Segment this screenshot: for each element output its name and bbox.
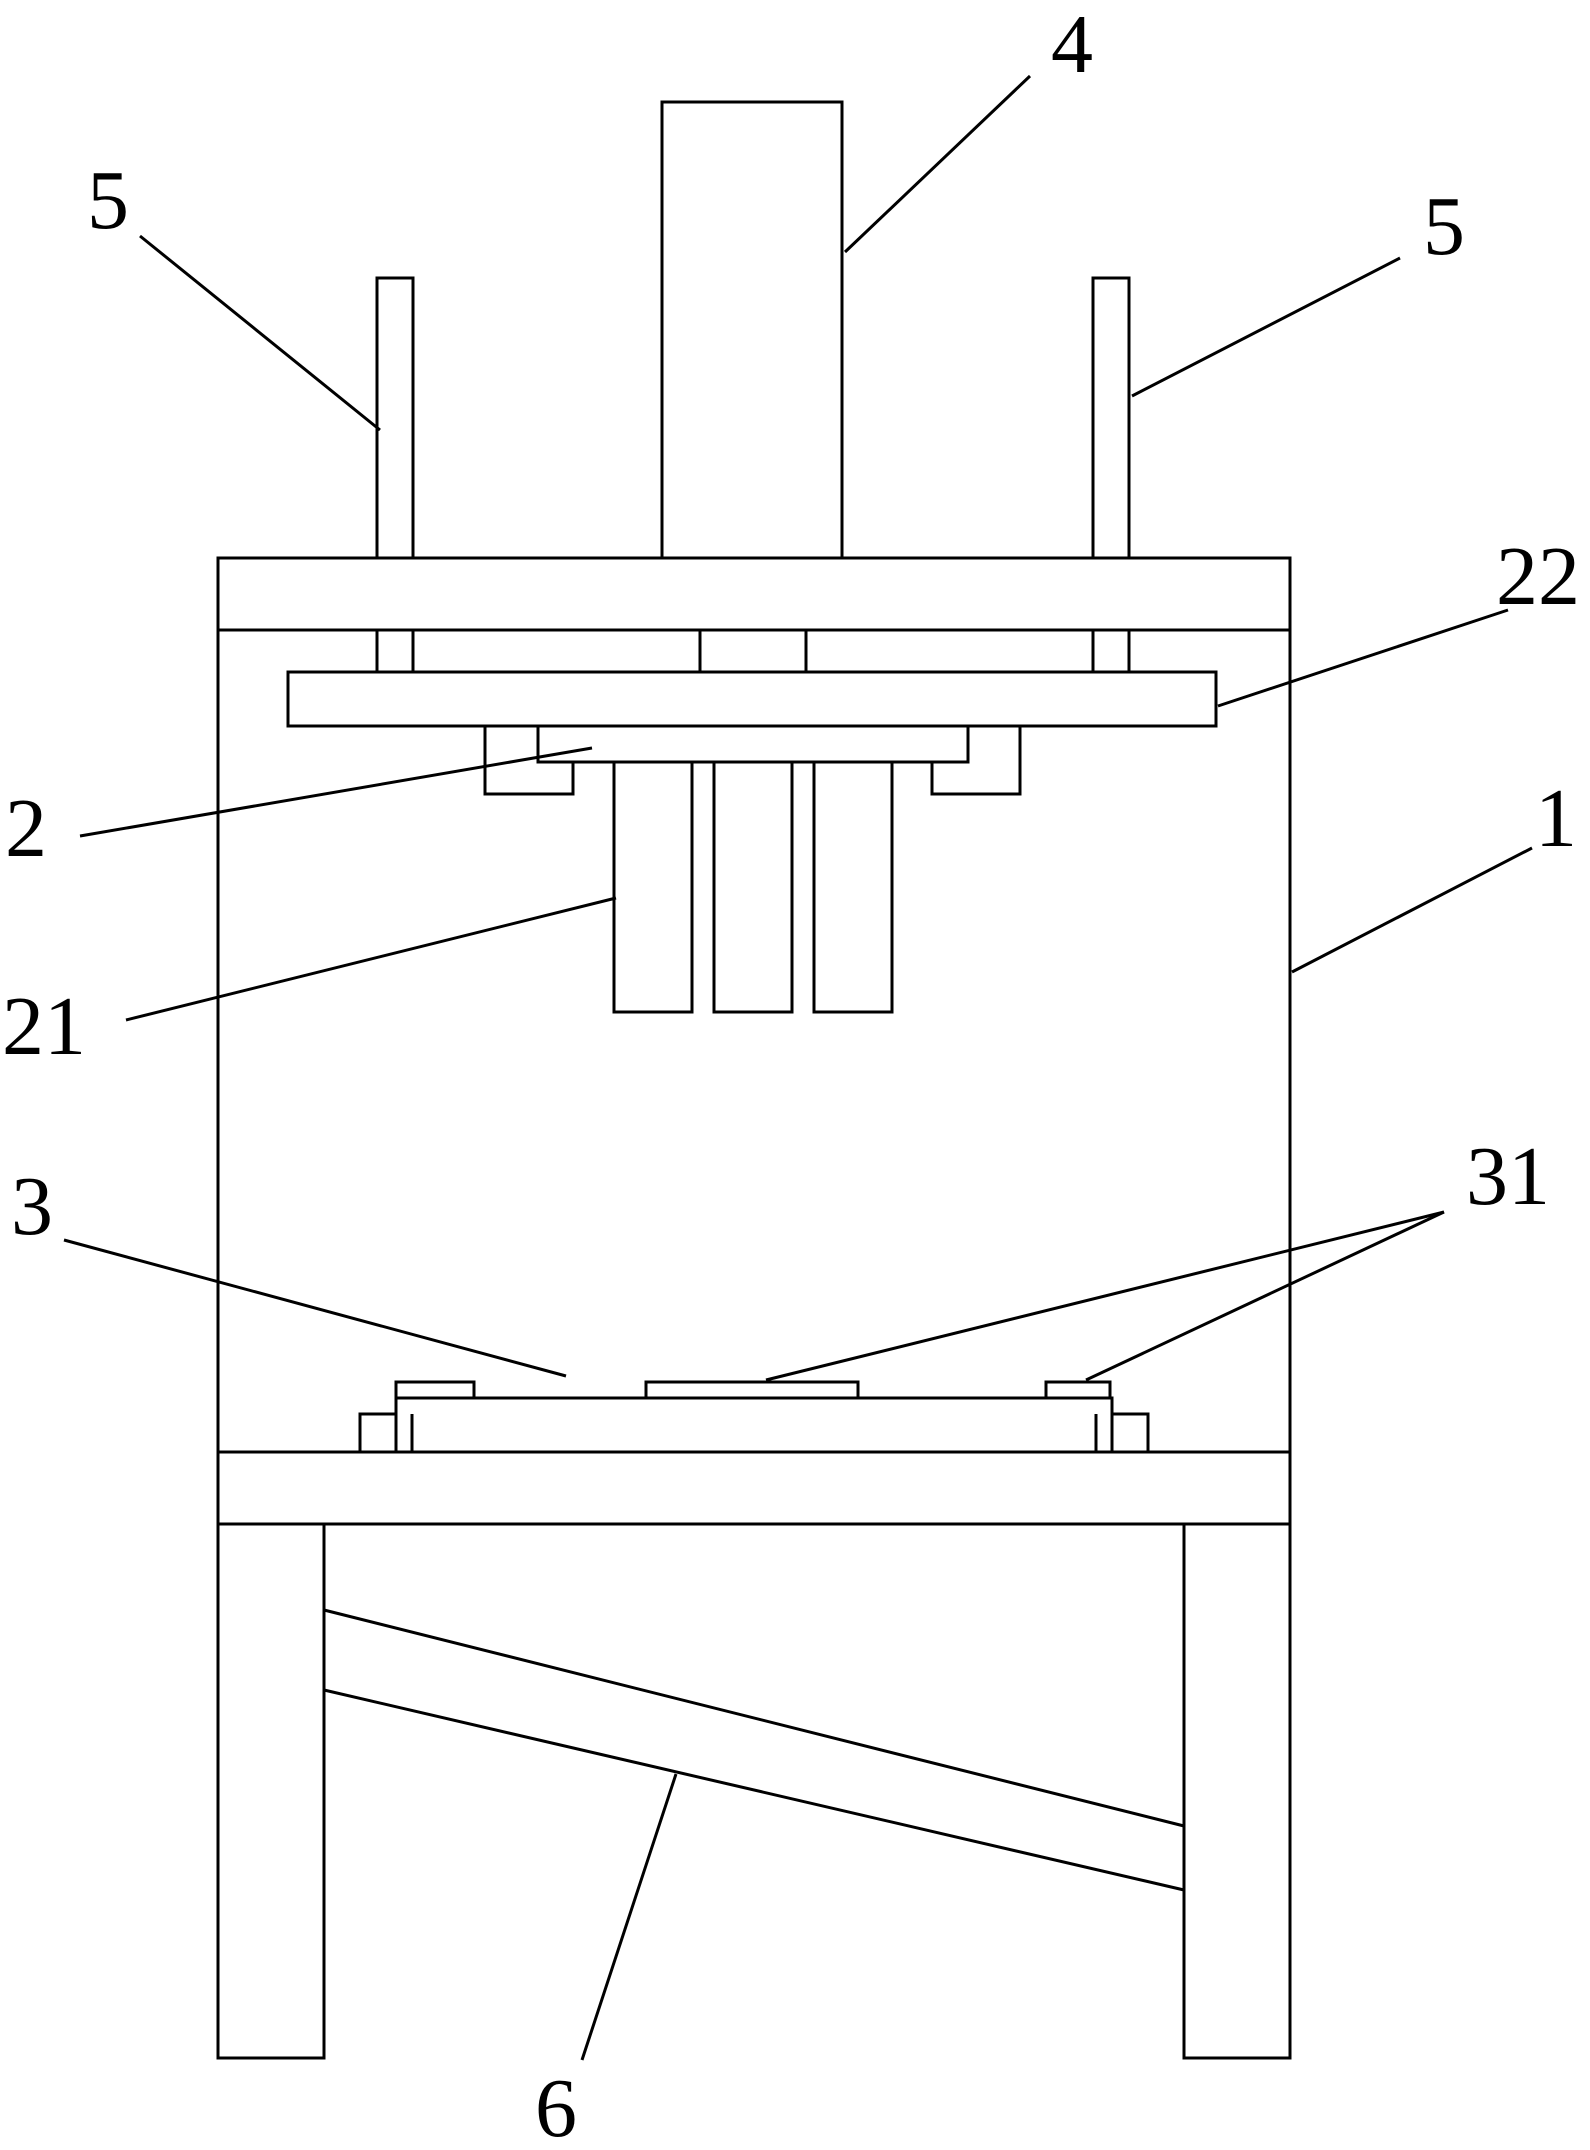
- label-6: 6: [535, 2062, 577, 2150]
- label-22: 22: [1496, 530, 1580, 623]
- label-4: 4: [1051, 0, 1093, 91]
- positioning-block-left: [394, 1380, 476, 1400]
- brace-bottom-edge: [323, 1688, 1185, 1892]
- guide-post-left-lower: [375, 628, 415, 674]
- guide-post-right: [1091, 276, 1131, 560]
- leader-21: [125, 896, 617, 1022]
- leader-1: [1291, 846, 1533, 974]
- leader-31-right: [1085, 1210, 1445, 1382]
- leader-5-left: [139, 234, 381, 432]
- positioning-block-center: [644, 1380, 860, 1400]
- lower-die-plate: [394, 1396, 1114, 1454]
- leader-5-right: [1131, 256, 1401, 398]
- guide-post-left: [375, 276, 415, 560]
- label-5-left: 5: [87, 154, 129, 247]
- leader-4: [843, 74, 1032, 254]
- leader-31-center: [765, 1210, 1445, 1382]
- label-3: 3: [11, 1160, 53, 1253]
- label-21: 21: [2, 980, 86, 1073]
- leg-right: [1182, 1522, 1292, 2060]
- cylinder: [660, 100, 844, 560]
- upper-plate: [286, 670, 1218, 728]
- punch-1: [612, 760, 694, 1014]
- label-31: 31: [1466, 1130, 1550, 1223]
- frame-top-beam: [216, 556, 1292, 632]
- brace-top-edge: [323, 1608, 1185, 1828]
- positioning-block-right: [1044, 1380, 1112, 1400]
- label-5-right: 5: [1423, 180, 1465, 273]
- punch-3: [812, 760, 894, 1014]
- leader-6: [580, 1773, 678, 2061]
- guide-post-right-lower: [1091, 628, 1131, 674]
- upper-die: [536, 724, 970, 764]
- label-1: 1: [1535, 772, 1577, 865]
- label-2: 2: [5, 782, 47, 875]
- piston-rod: [698, 628, 808, 674]
- punch-2: [712, 760, 794, 1014]
- table-top: [216, 1450, 1292, 1526]
- leg-left: [216, 1522, 326, 2060]
- leader-3: [63, 1238, 567, 1378]
- leader-2: [79, 746, 593, 838]
- leader-22: [1217, 608, 1509, 708]
